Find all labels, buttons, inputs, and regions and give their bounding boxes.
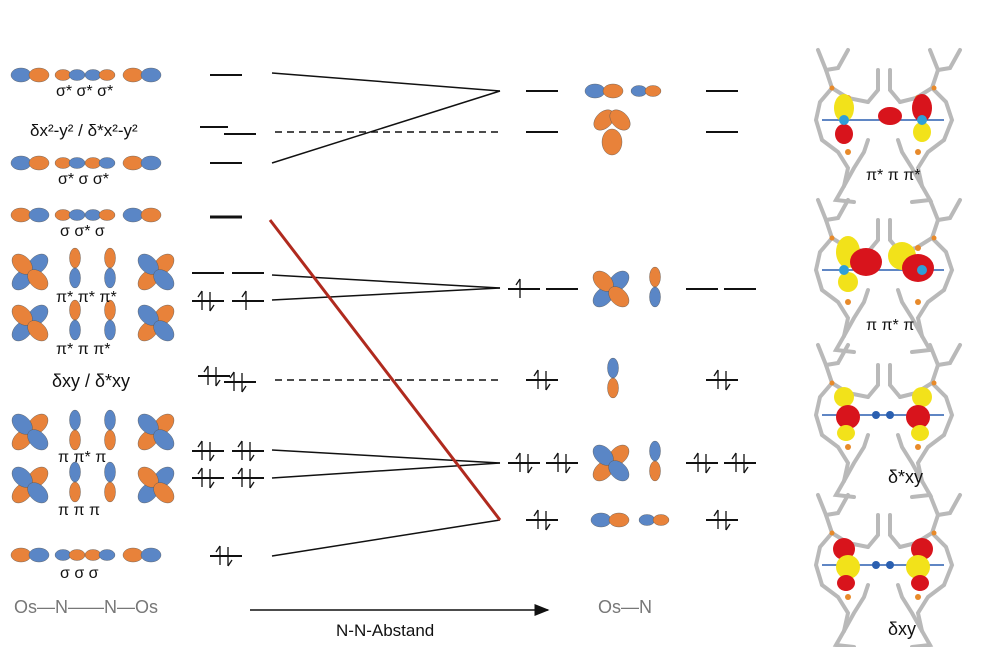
isosurface-icon xyxy=(834,387,932,441)
label-pi-row: π π π xyxy=(58,502,101,519)
label-pi-star-pi-row: π* π π* xyxy=(56,341,111,358)
electron-pair-icon xyxy=(515,369,749,531)
label-delta-x2y2: δx²-y² / δ*x²-y² xyxy=(30,121,138,140)
label-sigma-sigma-star-row: σ σ* σ xyxy=(60,223,105,240)
label-sigma-row: σ σ σ xyxy=(60,565,99,582)
orbital-lobe-icon xyxy=(10,547,162,563)
label-sigma-star-sigma-row: σ* σ σ* xyxy=(58,171,109,188)
isosurface-icon xyxy=(834,94,932,144)
left-axis-label: Os—N——N—Os xyxy=(14,597,158,617)
sigma-correlation-line xyxy=(268,219,502,521)
isosurface-icon xyxy=(836,236,934,292)
isosurface-panel-2 xyxy=(814,198,962,354)
osn-levels xyxy=(508,90,756,521)
label-pi-star-row: π* π* π* xyxy=(56,289,117,306)
electron-pair-icon xyxy=(197,290,255,567)
orbital-lobe-icon xyxy=(10,207,162,223)
orbital-lobe-icon xyxy=(7,461,179,508)
isosurface-icon xyxy=(833,538,933,591)
label-sigma-star-row: σ* σ* σ* xyxy=(56,83,114,100)
label-pi-pi-star-row: π π* π xyxy=(58,449,107,466)
orbital-lobe-icon xyxy=(10,67,162,83)
orbital-lobe-icon xyxy=(7,409,179,455)
panel2-label: π π* π xyxy=(866,317,915,334)
label-delta-xy: δxy / δ*xy xyxy=(52,371,131,391)
panel1-label: π* π π* xyxy=(866,167,921,184)
left-orbital-column xyxy=(7,67,179,563)
correlation-lines xyxy=(271,72,501,557)
isosurface-panel-3 xyxy=(814,343,962,499)
orbital-lobe-icon xyxy=(10,155,162,171)
orbital-lobe-icon xyxy=(584,83,670,528)
right-axis-label: Os—N xyxy=(598,597,652,617)
panel4-label: δxy xyxy=(888,619,917,639)
orbital-lobe-icon xyxy=(7,247,179,295)
left-levels xyxy=(192,74,264,557)
panel3-label: δ*xy xyxy=(888,467,924,487)
isosurface-panel-1 xyxy=(814,48,962,204)
arrow-label: N-N-Abstand xyxy=(336,621,435,640)
isosurface-panel-4 xyxy=(814,493,962,647)
orbital-lobe-icon xyxy=(7,299,179,346)
